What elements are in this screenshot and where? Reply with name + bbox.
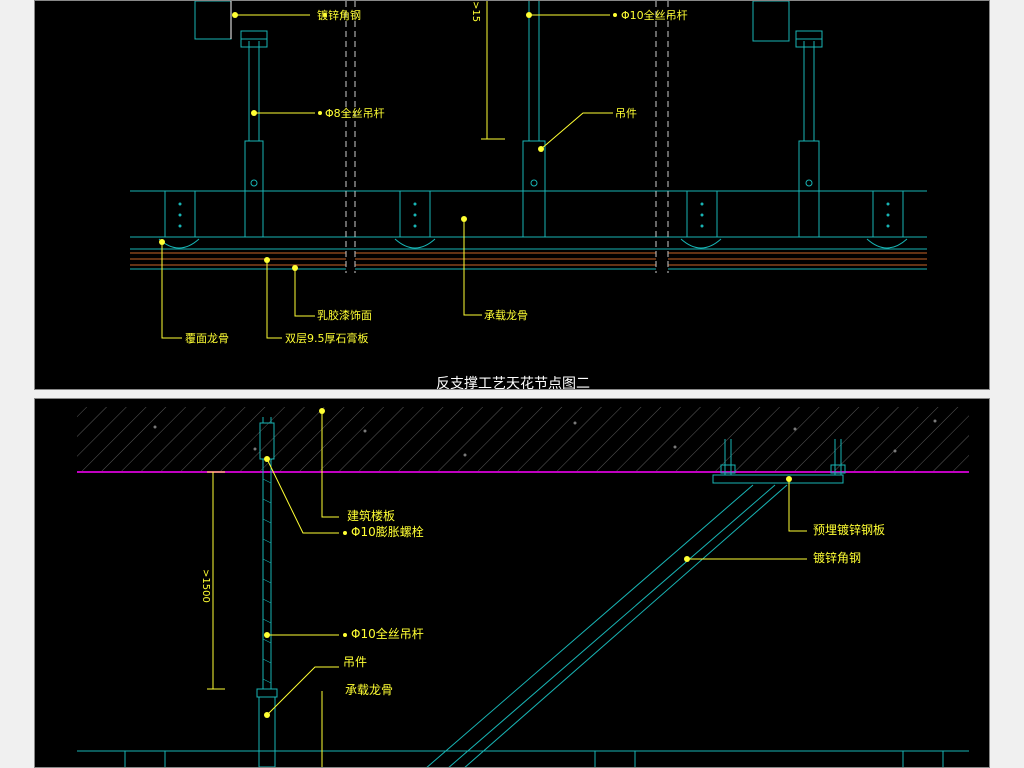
label-embedded-plate: 预埋镀锌钢板 <box>813 523 886 537</box>
label-floor-slab: 建筑楼板 <box>347 509 396 523</box>
label-hanger: 吊件 <box>615 107 637 120</box>
floor-slab <box>77 407 969 471</box>
label-expansion-bolt: Φ10膨胀螺栓 <box>351 525 424 539</box>
label-rod-10: Φ10全丝吊杆 <box>351 627 424 641</box>
hanger-rod-right <box>795 30 823 238</box>
angle-steel-left <box>194 1 232 40</box>
dimension-line <box>207 471 225 690</box>
cover-runner-clip <box>394 190 436 249</box>
hanger-rod-left <box>240 30 268 238</box>
angle-steel-right <box>752 1 790 42</box>
label-hanger: 吊件 <box>343 655 368 669</box>
diagonal-angle-steel-brace <box>426 484 788 767</box>
leader-lines <box>266 411 807 767</box>
label-gypsum-board: 双层9.5厚石膏板 <box>285 332 369 345</box>
gypsum-board-layers <box>130 252 927 266</box>
cover-runner-clip <box>866 190 908 249</box>
cover-runner-clip <box>158 190 200 249</box>
label-rod-10: Φ10全丝吊杆 <box>621 9 688 22</box>
label-main-runner: 承载龙骨 <box>484 309 528 322</box>
label-galvanized-angle-steel: 镀锌角钢 <box>813 551 862 565</box>
ceiling-node-detail-panel-bottom: >1500 建筑楼板 Φ10膨胀螺栓 Φ10全丝吊杆 吊件 承载龙骨 预埋镀锌钢… <box>34 398 990 768</box>
label-cover-runner: 覆面龙骨 <box>185 332 229 345</box>
runner-clip <box>594 750 636 767</box>
embedded-steel-plate <box>712 439 846 484</box>
runner-clip <box>902 750 944 767</box>
label-galvanized-angle-steel: 镀锌角钢 <box>317 9 361 22</box>
dimension-label: >15 <box>470 1 481 23</box>
cover-runner-clip <box>680 190 722 249</box>
dimension-line <box>481 1 505 140</box>
top-drawing-canvas <box>130 1 927 339</box>
bottom-drawing-canvas <box>77 407 969 767</box>
label-main-runner: 承载龙骨 <box>345 683 394 697</box>
runner-clip <box>124 750 166 767</box>
hanger-rod-middle <box>522 1 546 238</box>
label-rod-8: Φ8全丝吊杆 <box>325 107 385 120</box>
label-latex-paint: 乳胶漆饰面 <box>317 309 372 322</box>
ceiling-node-detail-panel-top: >15 镀锌角钢 Φ10全丝吊杆 Φ8全丝吊杆 吊件 承载龙骨 乳胶漆饰面 覆面… <box>34 0 990 390</box>
leader-lines <box>161 14 613 339</box>
drawing-caption: 反支撑工艺天花节点图二 <box>436 376 590 390</box>
dimension-label: >1500 <box>200 569 211 603</box>
break-lines <box>345 1 669 273</box>
